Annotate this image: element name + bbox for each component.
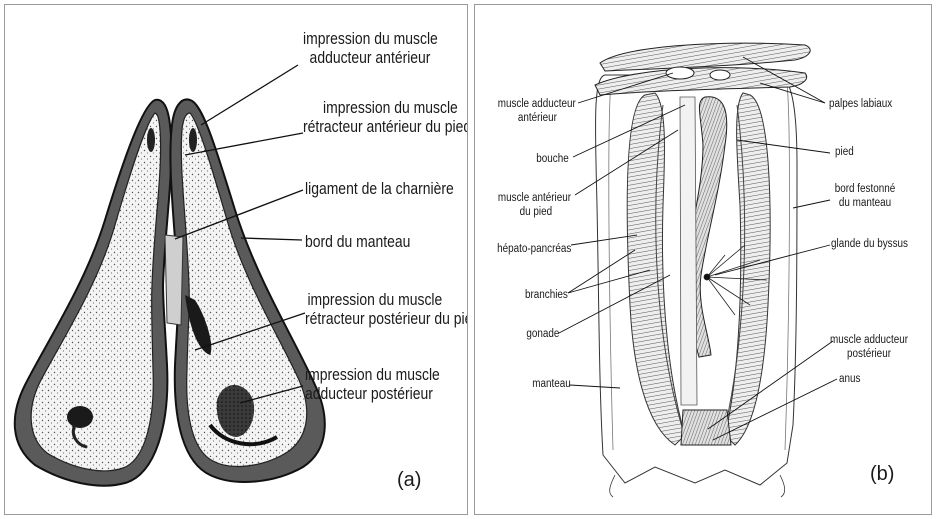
panel-b-letter: (b) bbox=[870, 463, 894, 486]
label-anterior-retractor-impression: impression du muscle bbox=[323, 98, 458, 117]
mussel-anatomy-drawing bbox=[475, 5, 932, 515]
label-gonad: gonade bbox=[526, 327, 559, 341]
label-mouth: bouche bbox=[537, 152, 569, 166]
label-gills: branchies bbox=[525, 288, 568, 302]
label-anterior-retractor-line2: rétracteur antérieur du pied bbox=[303, 117, 468, 136]
labial-palps bbox=[600, 43, 810, 71]
posterior-adductor bbox=[681, 410, 731, 445]
label-labial-palps: palpes labiaux bbox=[829, 97, 892, 111]
label-byssus-gland: glande du byssus bbox=[831, 237, 908, 251]
hinge-ligament bbox=[165, 235, 183, 325]
gills-left bbox=[627, 93, 685, 445]
shell-valves-drawing bbox=[5, 5, 468, 515]
label-foot: pied bbox=[835, 145, 854, 159]
label-mantle: manteau bbox=[533, 377, 571, 391]
label-anus: anus bbox=[839, 372, 860, 386]
label-hepatopancreas: hépato-pancréas bbox=[497, 242, 571, 256]
label-mantle-edge: bord du manteau bbox=[305, 232, 410, 251]
panel-a-letter: (a) bbox=[397, 469, 421, 492]
left-posterior-adductor-scar bbox=[67, 406, 93, 428]
left-valve-interior bbox=[31, 113, 160, 471]
label-hinge-ligament: ligament de la charnière bbox=[305, 179, 454, 198]
anterior-adductor bbox=[666, 67, 694, 79]
